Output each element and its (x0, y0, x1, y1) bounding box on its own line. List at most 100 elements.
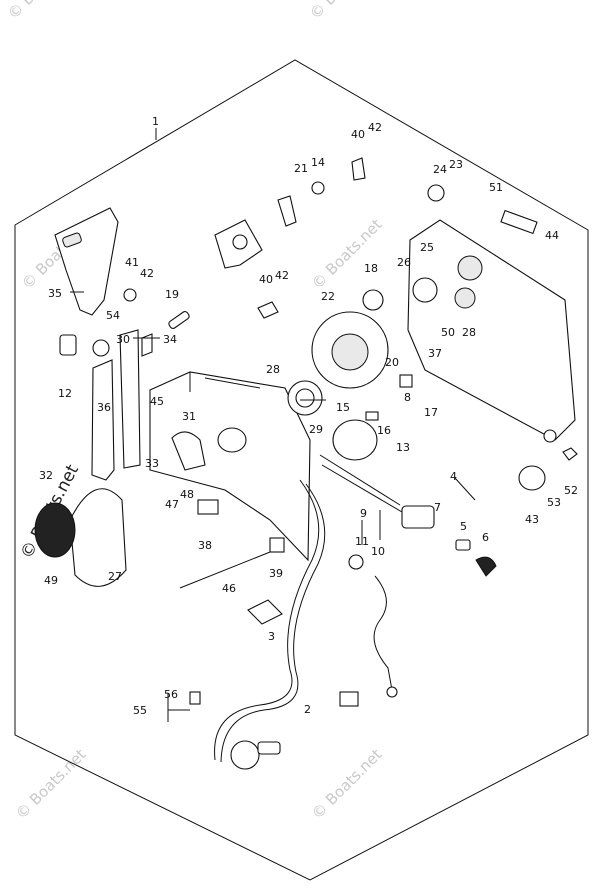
watermark-bottom-left: © Boats.net (12, 745, 90, 823)
label-22: 22 (321, 290, 335, 303)
key-switch (401, 505, 435, 529)
lever-21 (277, 195, 297, 227)
label-16: 16 (377, 424, 391, 437)
label-48: 48 (180, 488, 194, 501)
box-housing (149, 371, 311, 562)
spacer-39 (269, 537, 285, 553)
fuse-56 (189, 691, 201, 705)
label-14: 14 (311, 156, 325, 169)
disc-28 (454, 287, 476, 309)
label-39: 39 (269, 567, 283, 580)
bolt-46 (179, 549, 276, 589)
label-6: 6 (482, 531, 489, 544)
label-35: 35 (48, 287, 62, 300)
clip-16 (365, 411, 379, 421)
label-56: 56 (164, 688, 178, 701)
label-8: 8 (404, 391, 411, 404)
plate-3 (247, 599, 283, 625)
key (455, 539, 471, 551)
label-21: 21 (294, 162, 308, 175)
neutral-bracket (119, 329, 141, 469)
main-connector-55 (230, 740, 260, 770)
buzzer (332, 419, 378, 461)
label-34: 34 (163, 333, 177, 346)
housing-port (217, 427, 247, 453)
center-components (277, 157, 413, 461)
o-ring-24 (427, 184, 445, 202)
switch-18 (362, 289, 384, 311)
label-43: 43 (525, 513, 539, 526)
label-25: 25 (420, 241, 434, 254)
label-18: 18 (364, 262, 378, 275)
nut-52 (562, 447, 578, 461)
label-52: 52 (564, 484, 578, 497)
harness-2 (214, 479, 320, 761)
label-13: 13 (396, 441, 410, 454)
handle-assembly (34, 207, 190, 587)
label-12: 12 (58, 387, 72, 400)
label-33: 33 (145, 457, 159, 470)
label-4: 4 (450, 470, 457, 483)
plate-body (407, 219, 576, 441)
lanyard-cord (373, 575, 393, 691)
label-42b: 42 (140, 267, 154, 280)
grommet-43 (518, 465, 546, 491)
label-47: 47 (165, 498, 179, 511)
switch-8 (399, 374, 413, 388)
label-17: 17 (424, 406, 438, 419)
label-28b: 28 (462, 326, 476, 339)
cam-26 (412, 277, 438, 303)
label-46: 46 (222, 582, 236, 595)
label-37: 37 (428, 347, 442, 360)
cover-cap (34, 502, 76, 558)
label-32: 32 (39, 469, 53, 482)
neutral-cam (171, 431, 206, 471)
label-29: 29 (309, 423, 323, 436)
label-42a: 42 (368, 121, 382, 134)
control-box (149, 219, 311, 625)
label-31: 31 (182, 410, 196, 423)
pin (168, 311, 190, 329)
label-1: 1 (152, 115, 159, 128)
connector (339, 691, 359, 707)
label-42c: 42 (275, 269, 289, 282)
wire-harness (189, 454, 403, 770)
clamp-38 (197, 499, 219, 515)
label-20: 20 (385, 356, 399, 369)
label-24: 24 (433, 163, 447, 176)
label-27: 27 (108, 570, 122, 583)
watermark-top-left: © Boats.net (4, 0, 82, 23)
assembly-frame (14, 59, 589, 881)
label-53: 53 (547, 496, 561, 509)
trim-switch (59, 334, 77, 356)
label-38: 38 (198, 539, 212, 552)
lever-base (69, 488, 127, 587)
label-36: 36 (97, 401, 111, 414)
leader-lines (70, 128, 476, 722)
kill-cap (475, 556, 497, 577)
key-switch-assembly (348, 505, 497, 698)
label-41: 41 (125, 256, 139, 269)
label-15: 15 (336, 401, 350, 414)
washer-53 (543, 429, 557, 443)
control-arm (91, 359, 115, 481)
label-26: 26 (397, 256, 411, 269)
label-54: 54 (106, 309, 120, 322)
label-19: 19 (165, 288, 179, 301)
label-10: 10 (371, 545, 385, 558)
label-30: 30 (116, 333, 130, 346)
label-40b: 40 (259, 273, 273, 286)
label-50: 50 (441, 326, 455, 339)
label-5: 5 (460, 520, 467, 533)
label-55: 55 (133, 704, 147, 717)
watermark-center: © Boats.net (308, 215, 386, 293)
label-40a: 40 (351, 128, 365, 141)
label-3: 3 (268, 630, 275, 643)
pin-40 (351, 157, 366, 181)
label-51: 51 (489, 181, 503, 194)
label-7: 7 (434, 501, 441, 514)
handle-grip (54, 207, 119, 316)
stop-switch (348, 554, 364, 570)
part-labels: 1 2 3 4 5 6 7 8 9 10 11 12 13 14 15 16 1… (39, 115, 578, 717)
